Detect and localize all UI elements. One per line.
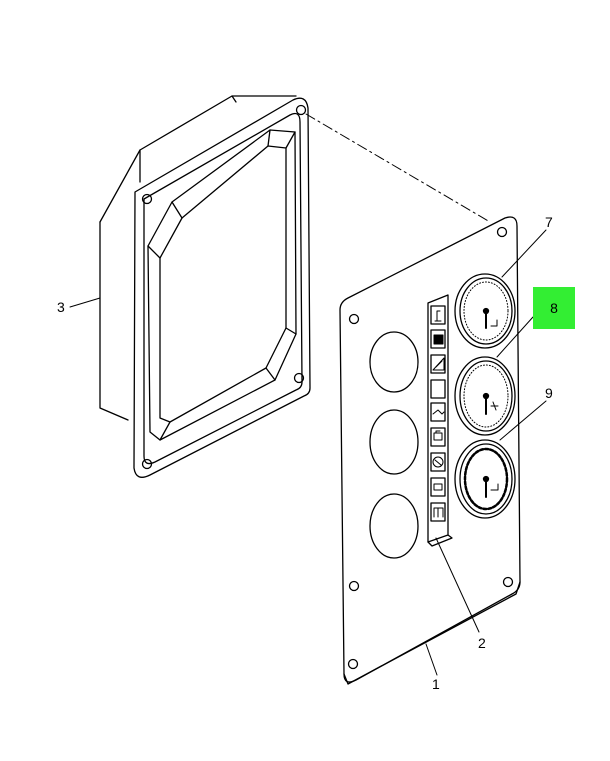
leader-line-3: [69, 297, 101, 308]
callout-7: 7: [545, 214, 553, 230]
mounting-hole: [293, 372, 305, 384]
gauge-upper: [454, 273, 516, 349]
leader-line-8: [496, 316, 534, 358]
callout-2: 2: [478, 635, 486, 651]
mounting-hole: [141, 458, 153, 470]
leader-line-9: [499, 400, 547, 441]
panel-cutout: [369, 331, 419, 393]
battery-icon: [433, 334, 444, 345]
engine-icon: [433, 430, 443, 441]
gauge-lower: [454, 439, 516, 519]
mounting-hole: [347, 658, 359, 670]
leader-line-1: [425, 643, 438, 676]
ramp-icon: [432, 357, 445, 371]
callout-3: 3: [57, 299, 65, 315]
callout-8[interactable]: 8: [550, 300, 558, 316]
engine-outline-icon: [433, 483, 443, 491]
wheel-icon: [432, 456, 444, 468]
lever-icon: [434, 310, 442, 322]
callout-8-highlight[interactable]: [533, 287, 575, 329]
bezel-frame: [99, 95, 311, 478]
front-panel-plate: [339, 216, 521, 685]
panel-cutout: [369, 409, 419, 475]
indicator-strip: [427, 294, 453, 547]
callout-9: 9: [545, 385, 553, 401]
panel-cutout: [369, 493, 419, 559]
leader-line-2: [435, 537, 480, 633]
leader-line-7: [501, 229, 547, 278]
mounting-hole: [295, 104, 307, 116]
callout-1: 1: [432, 676, 440, 692]
mounting-hole: [348, 580, 360, 592]
mounting-hole: [141, 193, 153, 205]
oil-can-icon: [432, 409, 445, 415]
mounting-hole: [496, 226, 508, 238]
fuel-pump-icon: [433, 507, 444, 518]
gauge-middle: [454, 356, 516, 436]
mounting-hole: [348, 313, 360, 325]
mounting-hole: [502, 576, 514, 588]
alignment-line: [305, 113, 491, 223]
